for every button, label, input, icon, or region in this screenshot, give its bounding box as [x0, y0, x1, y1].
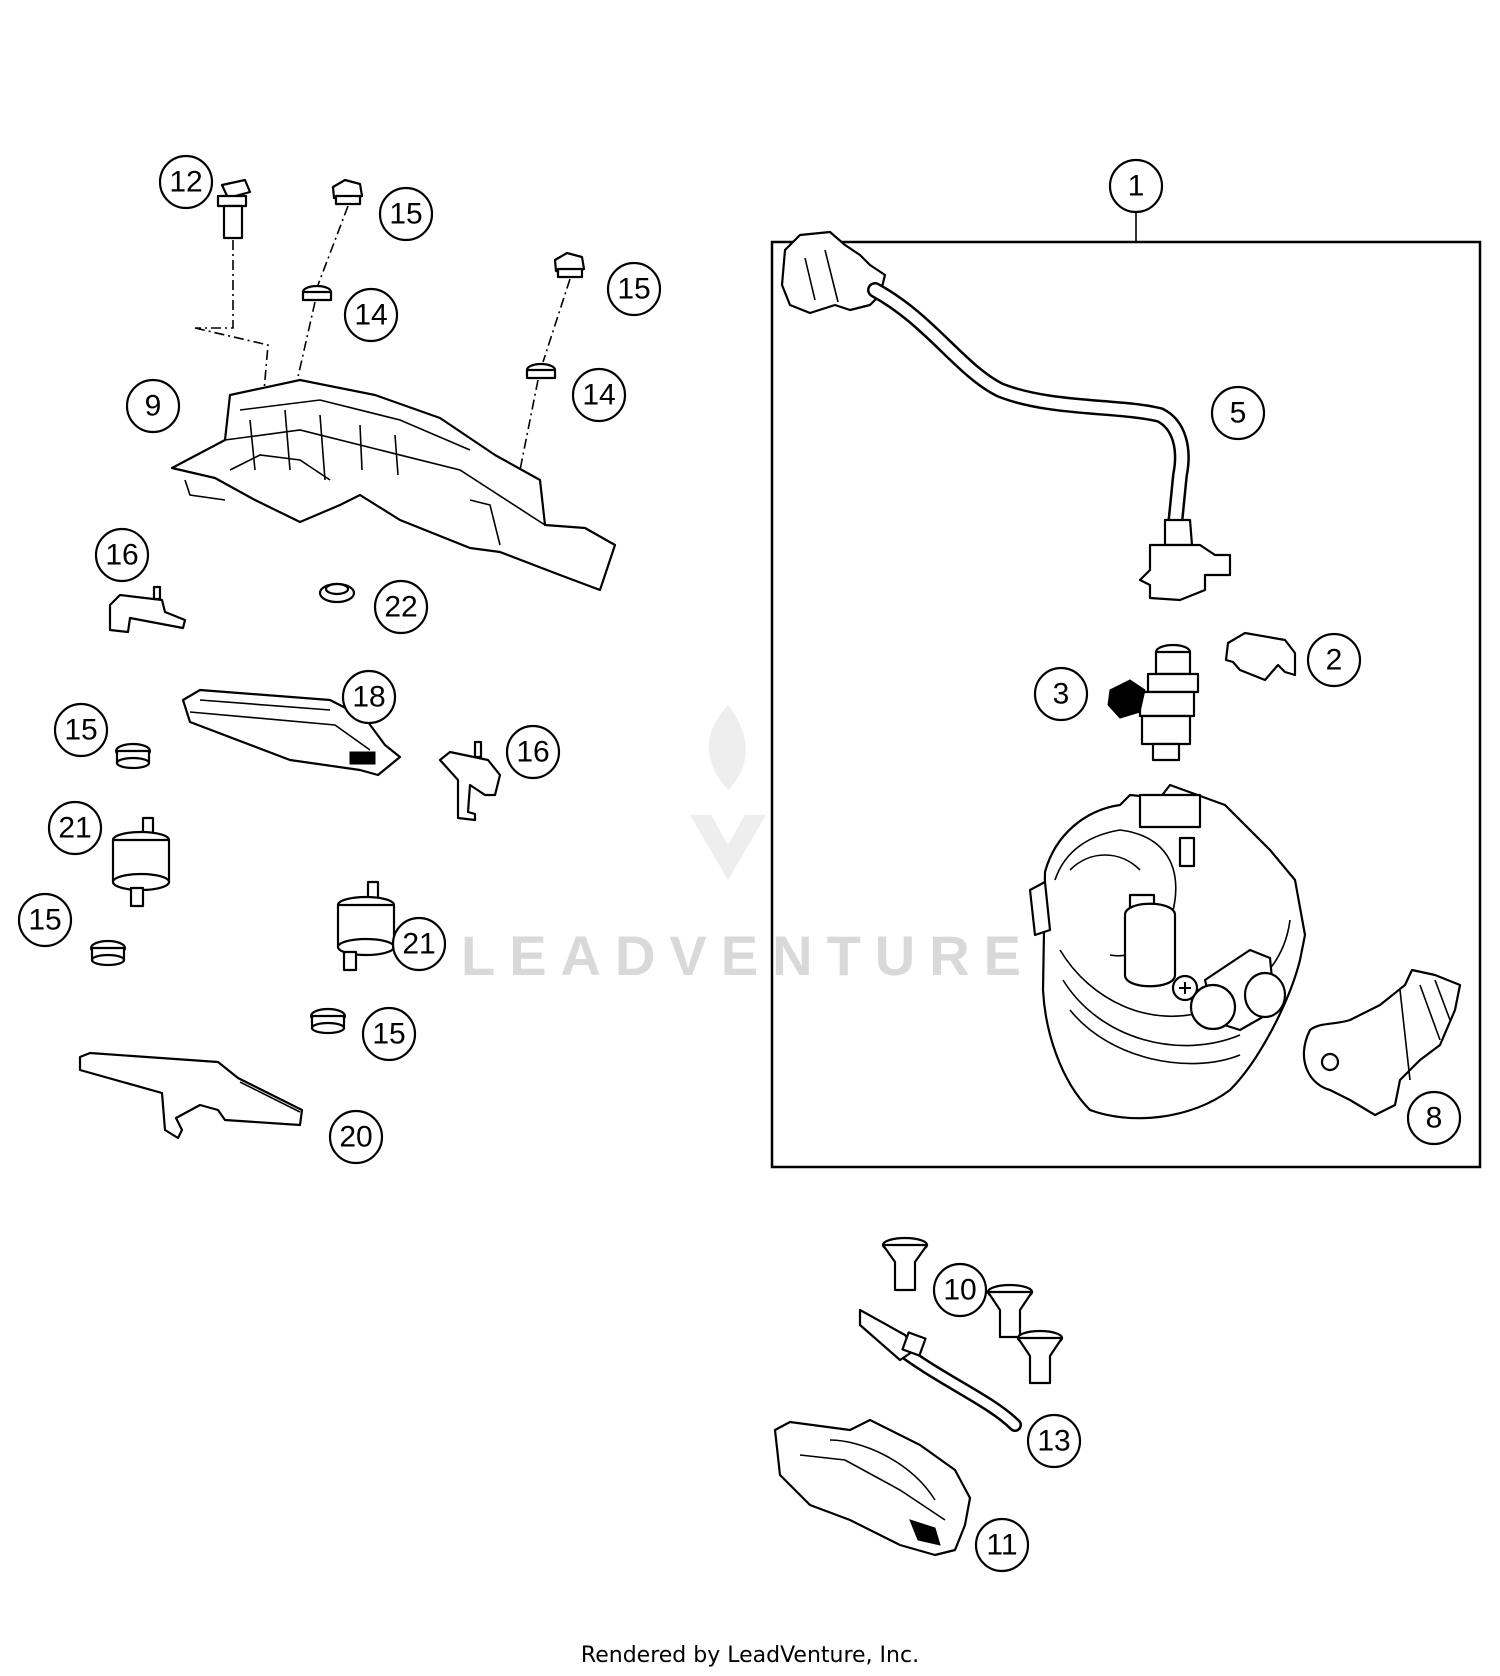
callout-16-left[interactable]: 16 — [94, 527, 150, 583]
callout-14-top[interactable]: 14 — [343, 287, 399, 343]
svg-text:16: 16 — [516, 736, 549, 769]
svg-text:20: 20 — [339, 1121, 372, 1154]
bolt-12-part[interactable] — [216, 178, 252, 240]
callout-18[interactable]: 18 — [341, 669, 397, 725]
screw-10-b-part[interactable] — [986, 1283, 1034, 1339]
svg-text:10: 10 — [943, 1274, 976, 1307]
clip-2-part[interactable] — [1224, 631, 1297, 682]
cover-11-part[interactable] — [773, 1418, 972, 1557]
callout-16-right[interactable]: 16 — [505, 724, 561, 780]
svg-text:22: 22 — [384, 591, 417, 624]
svg-text:1: 1 — [1128, 170, 1145, 203]
clip-16-right-part[interactable] — [438, 740, 502, 822]
fuel-line-5-part[interactable] — [780, 230, 1232, 602]
svg-text:21: 21 — [402, 928, 435, 961]
clip-16-left-part[interactable] — [108, 585, 187, 634]
bolt-12-leader — [194, 240, 269, 461]
svg-text:15: 15 — [372, 1018, 405, 1051]
callout-21-left[interactable]: 21 — [47, 800, 103, 856]
svg-text:15: 15 — [64, 714, 97, 747]
callout-3[interactable]: 3 — [1033, 666, 1089, 722]
assembly-frame — [770, 240, 1482, 1169]
footer-credit: Rendered by LeadVenture, Inc. — [581, 1643, 919, 1668]
svg-text:14: 14 — [354, 299, 387, 332]
screw-10-c-part[interactable] — [1016, 1329, 1064, 1385]
bracket-9-part[interactable] — [170, 378, 617, 592]
washer-14-right-part[interactable] — [525, 362, 557, 380]
damper-21-center-part[interactable] — [336, 880, 396, 972]
svg-text:12: 12 — [169, 166, 202, 199]
callout-8[interactable]: 8 — [1406, 1090, 1462, 1146]
callout-15-right[interactable]: 15 — [606, 261, 662, 317]
throttle-body-part[interactable] — [1028, 783, 1307, 1120]
washer-14-top-part[interactable] — [301, 284, 333, 302]
svg-text:21: 21 — [58, 812, 91, 845]
callout-15-top[interactable]: 15 — [378, 186, 434, 242]
callout-14-right[interactable]: 14 — [571, 367, 627, 423]
nut-15-lower-left-part[interactable] — [89, 939, 127, 967]
callout-9[interactable]: 9 — [125, 378, 181, 434]
callout-10[interactable]: 10 — [932, 1262, 988, 1318]
injector-3-part[interactable] — [1107, 643, 1200, 762]
svg-text:13: 13 — [1037, 1425, 1070, 1458]
callout-15-lower-center[interactable]: 15 — [361, 1006, 417, 1062]
washer-14-top-leader — [294, 301, 316, 391]
svg-text:5: 5 — [1230, 397, 1247, 430]
nut-15-top-leader — [317, 205, 349, 286]
washer-14-right-leader — [509, 379, 539, 521]
callout-12[interactable]: 12 — [158, 154, 214, 210]
svg-text:14: 14 — [582, 379, 615, 412]
svg-text:11: 11 — [986, 1529, 1017, 1562]
svg-text:15: 15 — [389, 198, 422, 231]
callout-5[interactable]: 5 — [1210, 385, 1266, 441]
clamp-13-part[interactable] — [858, 1308, 1022, 1432]
svg-text:16: 16 — [105, 539, 138, 572]
sensor-8-part[interactable] — [1302, 968, 1462, 1117]
callout-20[interactable]: 20 — [328, 1109, 384, 1165]
ecu-18-part[interactable] — [181, 688, 402, 777]
svg-text:2: 2 — [1326, 644, 1343, 677]
svg-text:9: 9 — [145, 390, 162, 423]
nut-15-right-part[interactable] — [553, 251, 586, 279]
svg-text:3: 3 — [1053, 678, 1070, 711]
watermark-text: LEADVENTURE — [461, 924, 1035, 987]
nut-15-top-part[interactable] — [331, 178, 364, 206]
damper-21-left-part[interactable] — [111, 816, 171, 908]
watermark-logo-icon — [690, 705, 766, 880]
callout-21-center[interactable]: 21 — [391, 916, 447, 972]
plate-20-part[interactable] — [78, 1051, 304, 1140]
svg-text:15: 15 — [28, 904, 61, 937]
nut-15-lower-center-part[interactable] — [309, 1007, 347, 1035]
callout-11[interactable]: 11 — [974, 1517, 1030, 1573]
svg-text:18: 18 — [352, 681, 385, 714]
svg-text:15: 15 — [617, 273, 650, 306]
nut-15-left-part[interactable] — [114, 742, 152, 770]
grommet-22-part[interactable] — [318, 582, 356, 604]
callout-2[interactable]: 2 — [1306, 632, 1362, 688]
callout-22[interactable]: 22 — [373, 579, 429, 635]
callout-13[interactable]: 13 — [1026, 1413, 1082, 1469]
screw-10-a-part[interactable] — [881, 1236, 929, 1292]
callout-15-lower-left[interactable]: 15 — [17, 892, 73, 948]
callout-1[interactable]: 1 — [1108, 158, 1164, 214]
svg-text:8: 8 — [1426, 1102, 1443, 1135]
callout-15-left[interactable]: 15 — [53, 702, 109, 758]
nut-15-right-leader — [542, 278, 571, 363]
